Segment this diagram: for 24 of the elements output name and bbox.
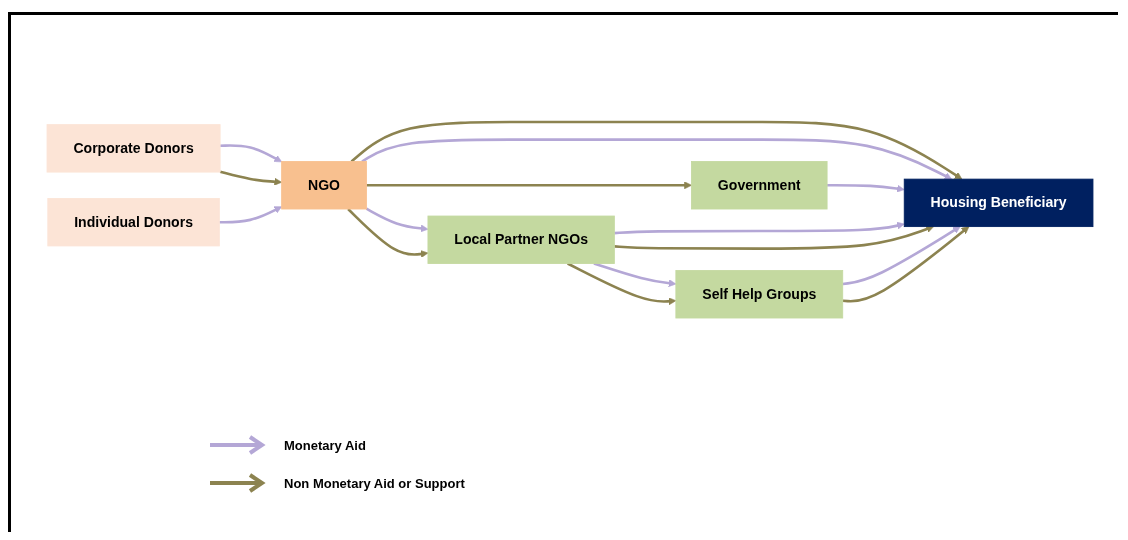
arrow [366, 181, 692, 190]
arrow [614, 221, 905, 235]
arrow [842, 226, 961, 286]
node-box: Government [691, 161, 828, 210]
legend-label: Monetary Aid [284, 437, 366, 453]
arrow [220, 144, 282, 163]
arrow [219, 206, 282, 224]
node-box: Individual Donors [47, 198, 220, 247]
arrow [361, 138, 953, 180]
arrow [567, 262, 677, 306]
node-box: Local Partner NGOs [427, 215, 615, 264]
arrow [614, 225, 934, 250]
node-box: Housing Beneficiary [903, 178, 1094, 228]
arrow [350, 120, 963, 180]
arrow [593, 262, 677, 287]
arrow [365, 207, 429, 233]
node-box: Corporate Donors [46, 124, 221, 173]
arrow [827, 183, 905, 193]
arrow [219, 170, 282, 186]
node-box: Self Help Groups [675, 270, 844, 319]
arrow [347, 208, 429, 258]
legend-label: Non Monetary Aid or Support [284, 475, 465, 491]
arrow [842, 226, 970, 303]
node-box: NGO [281, 161, 367, 210]
